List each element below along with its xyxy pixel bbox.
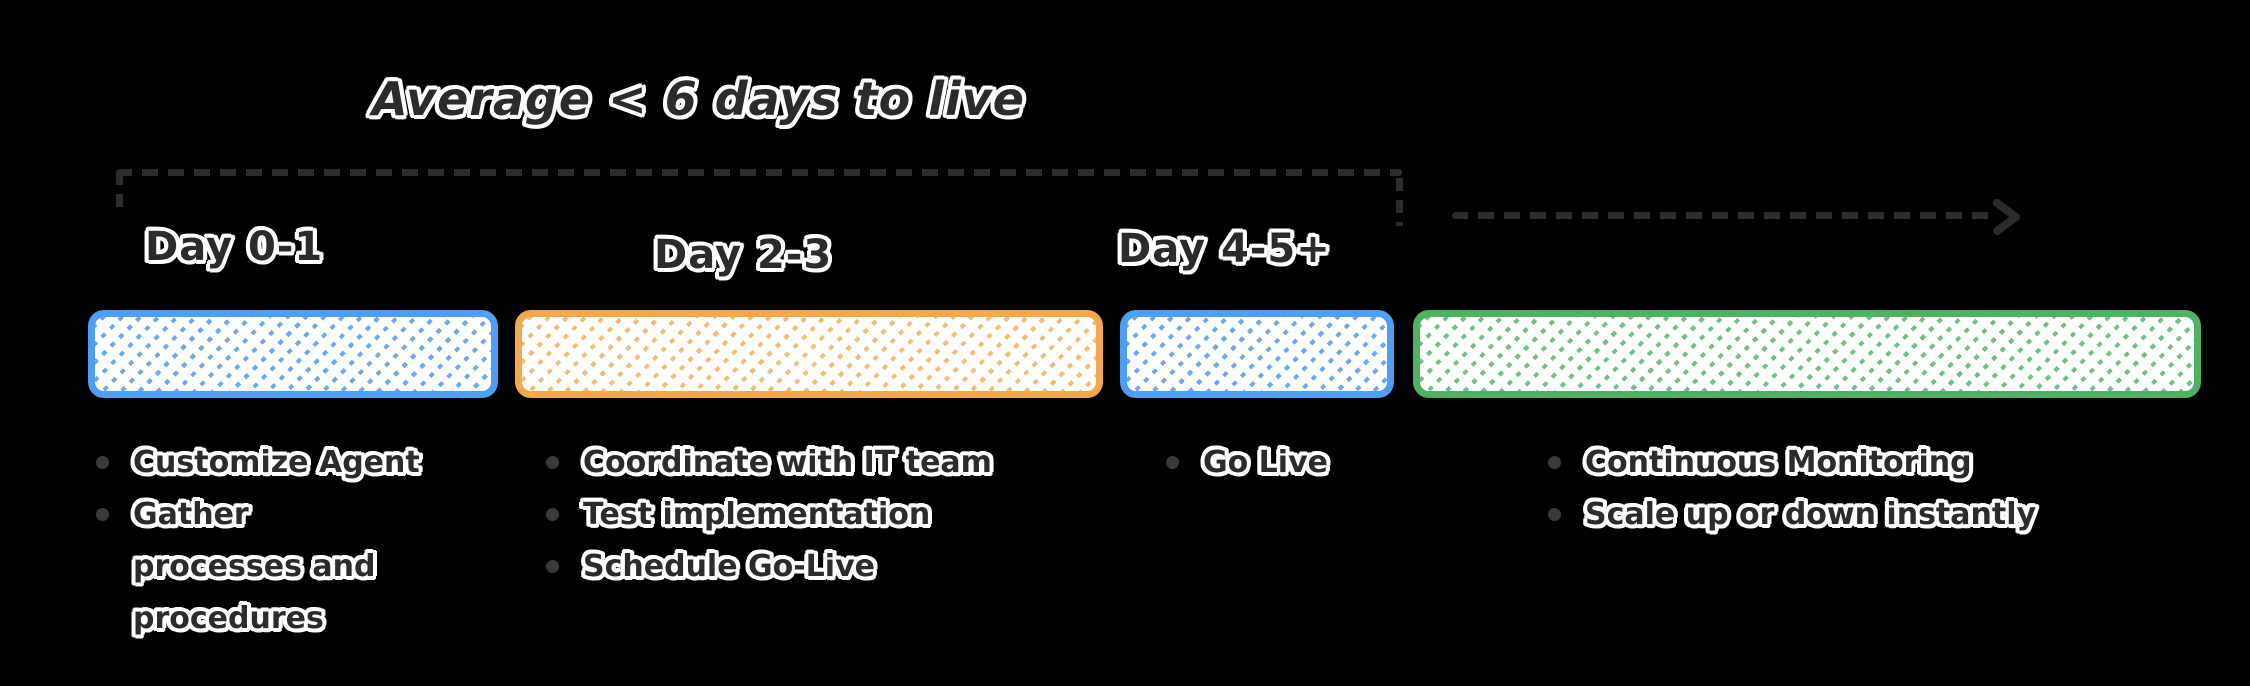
list-item: Customize Agent <box>96 437 426 489</box>
bullet-dot <box>546 508 559 521</box>
arrow-head-icon <box>1993 199 2020 235</box>
task-text: Schedule Go-Live <box>583 549 875 584</box>
task-text: Gather processes and procedures <box>133 497 376 636</box>
phase-1-task-list: Customize Agent Gather processes and pro… <box>96 437 426 645</box>
list-item: Go Live <box>1166 437 1466 489</box>
task-text: Go Live <box>1203 445 1328 480</box>
list-item: Schedule Go-Live <box>546 541 1016 593</box>
task-text: Continuous Monitoring <box>1585 445 1972 480</box>
phase-bar-day-4-5plus <box>1120 310 1394 398</box>
bullet-dot <box>546 560 559 573</box>
bracket-left-tick <box>116 172 123 216</box>
phase-4-task-list: Continuous Monitoring Scale up or down i… <box>1548 437 2128 541</box>
phase-label-day-4-5plus: Day 4-5+ <box>1118 226 1331 272</box>
bullet-dot <box>546 456 559 469</box>
phase-label-day-0-1: Day 0-1 <box>145 224 324 270</box>
phase-bar-day-2-3 <box>515 310 1103 398</box>
list-item: Test implementation <box>546 489 1016 541</box>
diagram-title: Average < 6 days to live <box>372 72 1025 126</box>
continuation-arrow-line <box>1452 212 1996 219</box>
list-item: Coordinate with IT team <box>546 437 1016 489</box>
list-item: Scale up or down instantly <box>1548 489 2128 541</box>
bullet-dot <box>1166 456 1179 469</box>
bullet-dot <box>1548 456 1561 469</box>
phase-bar-day-0-1 <box>88 310 498 398</box>
list-item: Gather processes and procedures <box>96 489 426 645</box>
bracket-dashed-line <box>116 169 1402 176</box>
phase-3-task-list: Go Live <box>1166 437 1466 489</box>
bullet-dot <box>1548 508 1561 521</box>
task-text: Customize Agent <box>133 445 420 480</box>
phase-label-day-2-3: Day 2-3 <box>654 232 833 278</box>
phase-2-task-list: Coordinate with IT team Test implementat… <box>546 437 1016 593</box>
task-text: Test implementation <box>583 497 931 532</box>
task-text: Scale up or down instantly <box>1585 497 2037 532</box>
list-item: Continuous Monitoring <box>1548 437 2128 489</box>
bullet-dot <box>96 456 109 469</box>
bullet-dot <box>96 508 109 521</box>
task-text: Coordinate with IT team <box>583 445 992 480</box>
bracket-right-tick <box>1396 178 1403 226</box>
phase-bar-ongoing <box>1413 310 2201 398</box>
